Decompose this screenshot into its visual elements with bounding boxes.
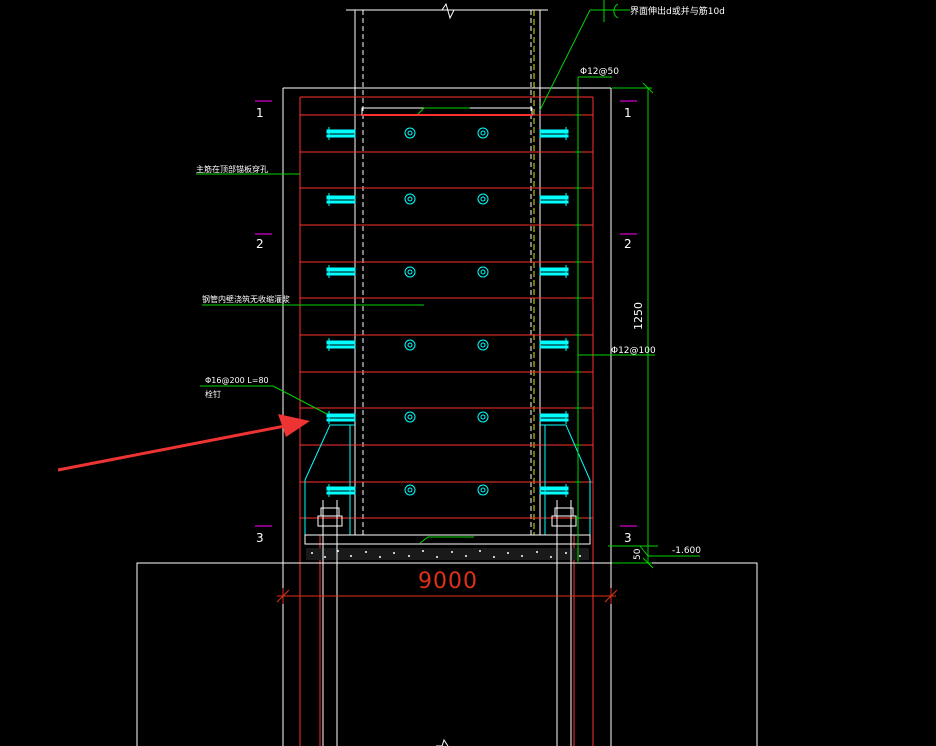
- foundation-block: [136, 562, 758, 746]
- left-note-leaders: [196, 173, 424, 415]
- top-note-leader: [539, 0, 630, 111]
- dimension-ticks: [575, 114, 581, 519]
- break-line-icon: [436, 738, 449, 746]
- main-rebar-label: Φ12@100: [611, 346, 656, 356]
- red-arrow-pointer-icon: [57, 414, 310, 472]
- shear-stud-icon: [539, 265, 569, 278]
- section-label-left-3: 3: [256, 531, 264, 545]
- shear-studs: [326, 127, 569, 497]
- break-line-icon: [436, 2, 460, 20]
- grout-layer: [306, 548, 589, 560]
- width-dimension: [276, 588, 618, 604]
- shear-stud-icon: [326, 265, 356, 278]
- base-plate: [304, 534, 591, 545]
- stud-name-label: 栓钉: [205, 389, 221, 399]
- shear-stud-icon: [539, 411, 569, 424]
- anchor-bolt-icon: [317, 500, 343, 746]
- anchor-bolt-icon: [551, 500, 577, 746]
- section-label-left-1: 1: [256, 106, 264, 120]
- shear-stud-icon: [539, 193, 569, 206]
- width-dimension-label: 9000: [418, 569, 478, 594]
- left-note-1: 主筋在顶部锚板穿孔: [196, 164, 268, 174]
- section-label-right-2: 2: [624, 237, 632, 251]
- section-label-right-1: 1: [624, 106, 632, 120]
- section-label-left-2: 2: [256, 237, 264, 251]
- shear-stud-icon: [326, 127, 356, 140]
- shear-stud-icon: [326, 411, 356, 424]
- shear-stud-icon: [539, 338, 569, 351]
- stud-spec-label: Φ16@200 L=80: [205, 376, 269, 385]
- top-right-note: 界面伸出d或并与筋10d: [630, 5, 725, 17]
- section-label-right-3: 3: [624, 531, 632, 545]
- shear-stud-icon: [539, 484, 569, 497]
- height-dimension-label: 1250: [632, 302, 645, 330]
- left-note-2: 钢管内壁浇筑无收缩灌浆: [202, 294, 290, 304]
- top-rebar-label: Φ12@50: [580, 67, 619, 77]
- section-markers: [255, 100, 637, 527]
- elevation-label: -1.600: [672, 546, 701, 556]
- shear-stud-icon: [326, 193, 356, 206]
- rebar-cage: [299, 96, 594, 746]
- shear-stud-icon: [326, 484, 356, 497]
- shear-stud-icon: [539, 127, 569, 140]
- top-anchor-plate: [361, 107, 533, 116]
- shear-stud-icon: [326, 338, 356, 351]
- stud-heads: [404, 127, 489, 496]
- small-dimension-label: 50: [633, 548, 643, 560]
